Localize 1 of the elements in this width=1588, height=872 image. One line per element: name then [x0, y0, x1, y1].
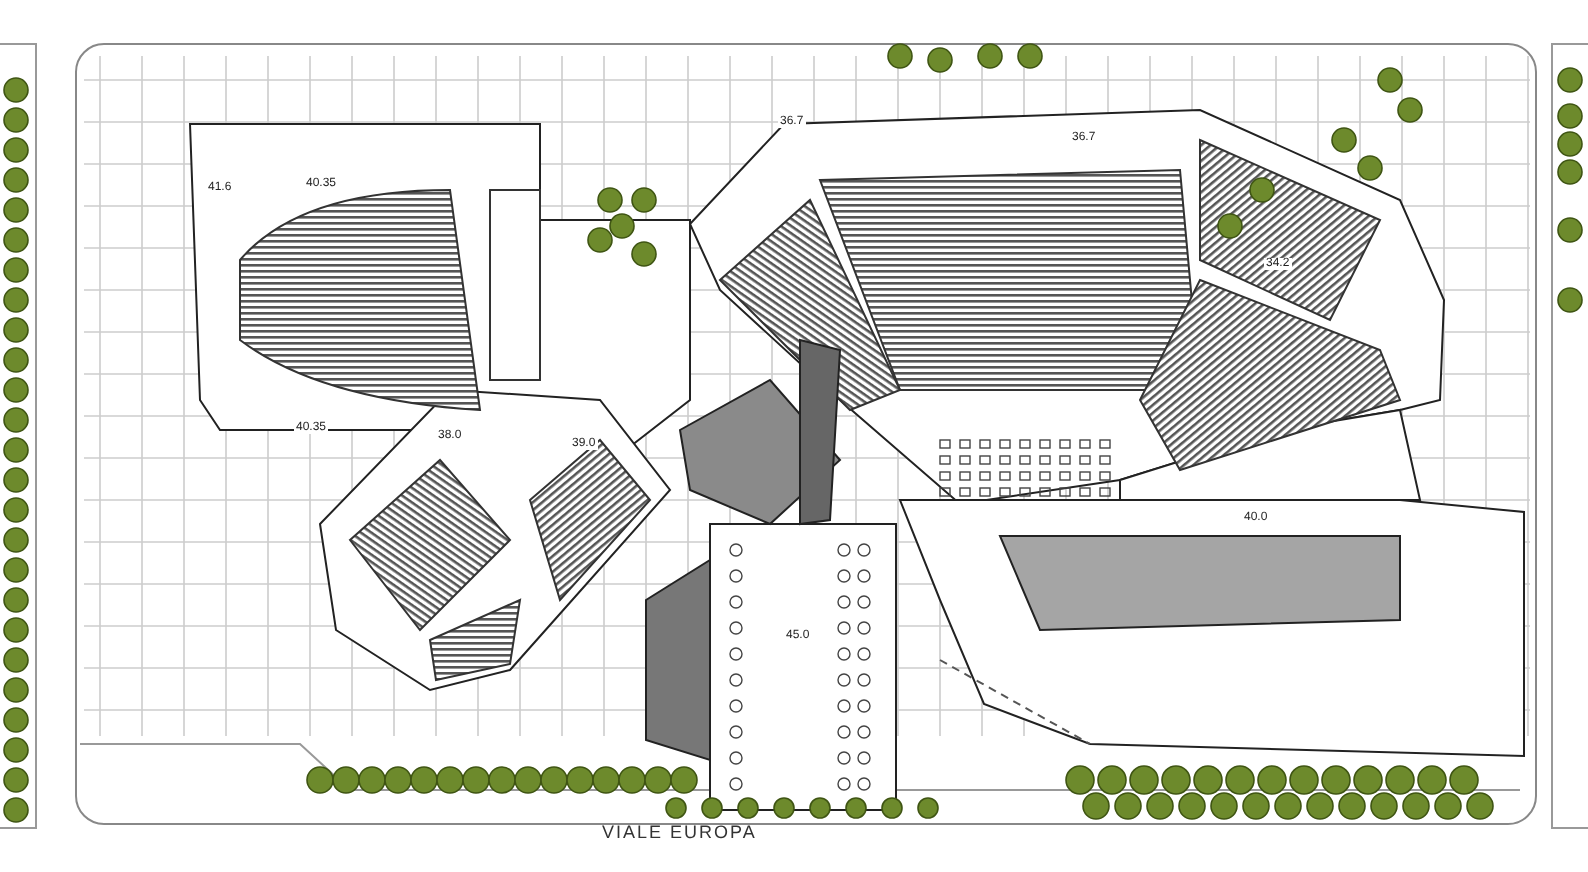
street-name: VIALE EUROPA: [600, 824, 759, 842]
